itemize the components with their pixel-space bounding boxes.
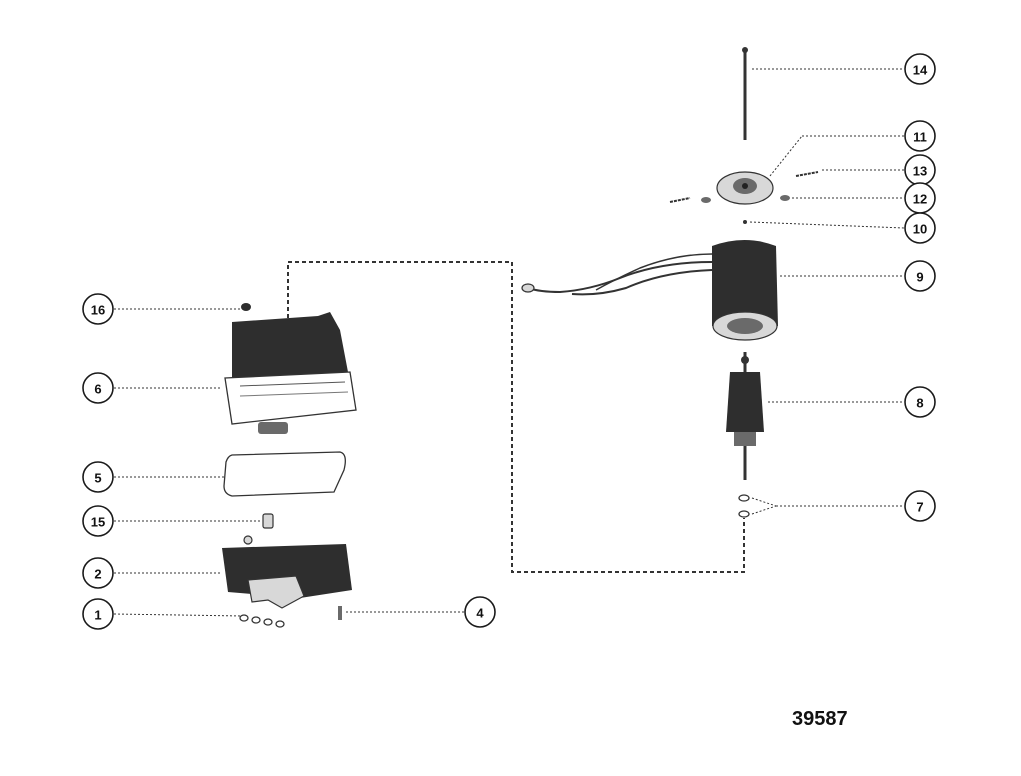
part-7-washers — [738, 494, 750, 518]
drawing-number: 39587 — [792, 708, 848, 730]
wiring-dashed-outline — [287, 261, 745, 573]
part-12-brush-left — [669, 197, 691, 203]
part-2-base-plate — [222, 535, 352, 609]
callout-12: 12 — [904, 182, 936, 214]
callout-2-label: 2 — [94, 567, 101, 582]
part-12-brush — [780, 195, 790, 201]
part-15-bushing — [262, 513, 274, 529]
callout-1: 1 — [82, 598, 114, 630]
part-13-screw — [795, 171, 819, 177]
callout-5: 5 — [82, 461, 114, 493]
callout-10: 10 — [904, 212, 936, 244]
part-10-washer — [743, 220, 747, 224]
part-1-washers — [239, 614, 285, 628]
part-6-cover — [224, 312, 357, 434]
callout-7-label: 7 — [916, 500, 923, 515]
callout-16: 16 — [82, 293, 114, 325]
callout-15: 15 — [82, 505, 114, 537]
callout-2: 2 — [82, 557, 114, 589]
callout-15-label: 15 — [91, 515, 105, 530]
callout-4-label: 4 — [476, 606, 484, 621]
part-11-end-cap — [716, 171, 774, 205]
callout-14: 14 — [904, 53, 936, 85]
callout-8-label: 8 — [916, 396, 923, 411]
leader-7b — [751, 505, 777, 515]
part-16-nut — [241, 303, 251, 311]
callout-9-label: 9 — [916, 270, 923, 285]
callout-8: 8 — [904, 386, 936, 418]
callout-4: 4 — [464, 596, 496, 628]
callout-9: 9 — [904, 260, 936, 292]
callout-12-label: 12 — [913, 192, 927, 207]
part-4-screw — [338, 606, 342, 620]
callout-11-label: 11 — [913, 130, 927, 145]
callout-13-label: 13 — [913, 164, 927, 179]
leader-10 — [749, 221, 905, 229]
callout-7: 7 — [904, 490, 936, 522]
part-5-gasket — [223, 451, 346, 497]
callout-14-label: 14 — [913, 63, 928, 78]
callout-16-label: 16 — [91, 303, 105, 318]
part-8-armature — [726, 352, 764, 480]
leader-11 — [769, 135, 803, 177]
leader-1 — [113, 613, 243, 617]
callout-6: 6 — [82, 372, 114, 404]
callout-13: 13 — [904, 154, 936, 186]
part-9-motor-frame — [521, 240, 778, 341]
callout-5-label: 5 — [94, 471, 101, 486]
callout-1-label: 1 — [94, 608, 101, 623]
callout-11: 11 — [904, 120, 936, 152]
leader-7a — [751, 497, 777, 507]
callout-10-label: 10 — [913, 222, 927, 237]
callout-6-label: 6 — [94, 382, 101, 397]
